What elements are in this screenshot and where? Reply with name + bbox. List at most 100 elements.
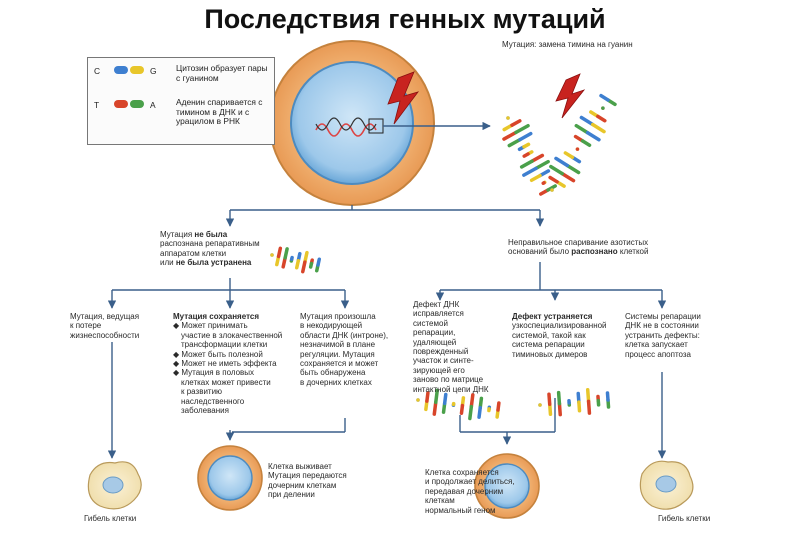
branch-left-line2: распознана репаративным: [160, 239, 260, 249]
kept-line5: нормальный геном: [425, 505, 496, 515]
kept-line1: Клетка сохраняется: [425, 468, 499, 477]
kept-line4: клеткам: [425, 496, 455, 506]
mutation-label: Мутация: замена тимина на гуанин: [502, 40, 633, 49]
base-pair-half: [432, 400, 438, 416]
base-pair-half: [496, 401, 501, 412]
base-pair-half: [579, 115, 595, 127]
kept-text: Клетка сохраняется и продолжает делиться…: [425, 468, 535, 515]
base-pair-half: [586, 399, 592, 415]
thymine-icon: [114, 100, 128, 108]
col1-line1: Мутация, ведущая: [70, 312, 140, 321]
col2-bullet4d: наследственного: [181, 396, 245, 406]
surviving-cell: [197, 445, 263, 511]
col5-text: Дефект устраняется узкоспециализированно…: [512, 312, 624, 359]
base-pair-half: [557, 401, 562, 417]
dna-strand-in-nucleus: [315, 117, 384, 137]
base-pair-half: [585, 130, 601, 142]
col6-line2: ДНК не в состоянии: [625, 321, 699, 331]
base-pair-half: [514, 123, 530, 135]
page-title: Последствия генных мутаций: [204, 4, 606, 34]
branch-left-line3: аппаратом клетки: [160, 248, 227, 258]
col3-line4: незначимой в плане: [300, 340, 376, 350]
col6-line4: клетка запускает: [625, 340, 688, 350]
base-pair-half: [522, 142, 531, 149]
base-pair-half: [308, 261, 314, 269]
branch-left-line1a: Мутация: [160, 230, 195, 239]
base-pair-half: [605, 391, 610, 402]
col1-line2: к потере: [70, 321, 102, 331]
lightning-icon: [387, 71, 420, 125]
col4-line9: заново по матрице: [413, 375, 484, 385]
col4-line8: зирующей его: [413, 365, 465, 375]
col6-line1: Системы репарации: [625, 312, 701, 321]
col2-text: Мутация сохраняется ◆ Может принимать уч…: [173, 312, 301, 415]
legend-row2-text: Аденин спаривается с тимином в ДНК и с у…: [176, 97, 263, 127]
base-pair-half: [316, 257, 321, 267]
base-pair-half: [549, 164, 564, 176]
survive-line2: Мутация передаются: [268, 471, 347, 481]
col4-line10: интактной цепи ДНК: [413, 384, 489, 394]
branch-left-line4a: или: [160, 258, 176, 268]
base-pair-half: [276, 246, 283, 259]
base-pair-half: [442, 392, 448, 406]
col6-line5: процесс апоптоза: [625, 349, 692, 359]
base-pair-half: [546, 184, 557, 192]
base-pair-legend: C G Цитозин образует пары с гуанином T A…: [87, 57, 275, 145]
legend-a-letter: A: [150, 100, 156, 110]
legend-t-letter: T: [94, 100, 100, 110]
death-left-label: Гибель клетки: [84, 514, 137, 523]
base-pair-half: [425, 391, 430, 403]
cytosine-icon: [114, 66, 128, 74]
survive-text: Клетка выживает Мутация передаются дочер…: [268, 462, 378, 500]
legend-row1-text: Цитозин образует пары с гуанином: [176, 63, 268, 83]
base-pair-half: [556, 390, 562, 406]
col4-line3: системой: [413, 318, 448, 328]
col4-line2: исправляется: [413, 309, 464, 319]
base-pair-half: [507, 137, 522, 148]
base-pair-half: [577, 400, 582, 413]
base-pair-half: [301, 260, 307, 274]
base-pair-half: [530, 153, 545, 163]
base-pair-half: [547, 392, 552, 407]
base-pair-half: [519, 159, 534, 169]
col6-text: Системы репарации ДНК не в состоянии уст…: [625, 312, 725, 359]
base-pair-half: [502, 130, 518, 141]
base-pair-half: [529, 173, 542, 183]
col4-line1: Дефект ДНК: [413, 300, 460, 309]
base-pair-half: [522, 166, 538, 177]
col2-bullet4: ◆ Мутация в половых: [173, 368, 255, 378]
death-right-label: Гибель клетки: [658, 514, 711, 523]
survive-line3: дочерним клеткам: [268, 480, 337, 490]
branch-right-line1: Неправильное спаривание азотистых: [508, 238, 649, 247]
col1-text: Мутация, ведущая к потере жизнеспособнос…: [70, 312, 170, 340]
base-pair-half: [283, 247, 289, 260]
dna-left-branch: [270, 246, 321, 274]
col2-bullet4c: к развитию: [181, 387, 223, 397]
legend-g-letter: G: [150, 66, 157, 76]
col5-line4: система репарации: [512, 340, 585, 350]
col3-text: Мутация произошла в некодирующей области…: [300, 312, 412, 387]
base-pair-half: [522, 152, 530, 158]
base-pair-half: [518, 131, 533, 142]
base-pair-half: [574, 123, 590, 135]
base-pair-half: [548, 175, 559, 184]
col2-bullet1: ◆ Может принимать: [173, 321, 248, 331]
base-pair-half: [434, 388, 440, 404]
base-pair-half: [295, 258, 301, 270]
col2-bullet3: ◆ Может не иметь эффекта: [173, 359, 277, 369]
base-pair-half: [560, 171, 576, 183]
col4-text: Дефект ДНК исправляется системой репарац…: [413, 300, 508, 394]
survive-line4: при делении: [268, 490, 315, 500]
base-pair-half: [459, 403, 465, 415]
base-pair-half: [585, 388, 591, 404]
survive-line1: Клетка выживает: [268, 462, 332, 471]
col3-line5: регуляции. Мутация: [300, 349, 375, 359]
base-pair-half: [469, 393, 475, 409]
col5-line3: системой, такой как: [512, 330, 586, 340]
col3-line7: быть обнаружена: [300, 368, 366, 378]
base-pair-half: [468, 404, 474, 421]
guanine-icon: [130, 66, 144, 74]
legend-c-letter: C: [94, 66, 101, 76]
col3-line1: Мутация произошла: [300, 312, 376, 321]
